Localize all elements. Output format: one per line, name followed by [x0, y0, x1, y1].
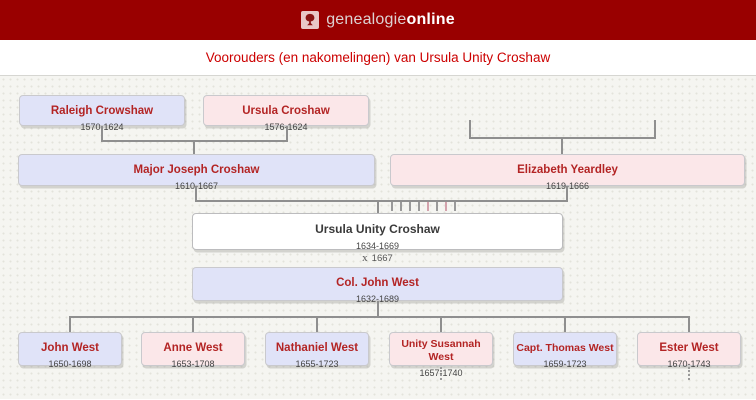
sibling-tick	[400, 202, 402, 211]
connector-line	[469, 120, 471, 139]
connector-line	[377, 200, 379, 213]
sibling-tick	[445, 202, 447, 211]
connector-line	[316, 316, 318, 332]
person-box-capt-thomas-west[interactable]: Capt. Thomas West 1659-1723	[513, 332, 617, 369]
person-box-major-joseph-croshaw[interactable]: Major Joseph Croshaw 1610-1667	[18, 154, 375, 191]
person-name-link[interactable]: Anne West	[163, 342, 223, 354]
brand-text: genealogieonline	[326, 11, 455, 29]
connector-line	[688, 316, 690, 332]
person-name: Ursula Unity Croshaw	[315, 222, 440, 236]
connector-line	[440, 316, 442, 332]
connector-line	[101, 126, 103, 142]
brand-logo[interactable]: genealogieonline	[301, 11, 455, 29]
connector-line	[69, 316, 690, 318]
person-name-link[interactable]: Major Joseph Croshaw	[133, 164, 260, 176]
person-name-link[interactable]: Col. John West	[336, 277, 419, 289]
person-box-john-west[interactable]: John West 1650-1698	[18, 332, 122, 369]
person-name-link[interactable]: Raleigh Crowshaw	[50, 105, 154, 117]
brand-suffix: online	[406, 11, 455, 28]
person-name-link[interactable]: Elizabeth Yeardley	[517, 164, 618, 176]
person-dates: 1655-1723	[295, 359, 339, 369]
person-box-col-john-west[interactable]: Col. John West 1632-1689	[192, 267, 563, 304]
person-dates: 1670-1743	[667, 359, 711, 369]
person-box-anne-west[interactable]: Anne West 1653-1708	[141, 332, 245, 369]
person-box-ursula-unity-croshaw: Ursula Unity Croshaw 1634-1669	[192, 213, 563, 251]
connector-line	[286, 126, 288, 142]
sibling-tick	[454, 202, 456, 211]
connector-line	[654, 120, 656, 139]
person-dates: 1576-1624	[204, 122, 368, 132]
connector-line	[193, 140, 195, 154]
brand-prefix: genealogie	[326, 11, 407, 28]
top-header: genealogieonline	[0, 0, 756, 40]
family-tree-canvas: Raleigh Crowshaw 1570-1624 Ursula Crosha…	[0, 76, 756, 399]
person-box-nathaniel-west[interactable]: Nathaniel West 1655-1723	[265, 332, 369, 369]
person-name-link[interactable]: John West	[41, 342, 99, 354]
connector-line	[561, 137, 563, 154]
connector-line	[566, 186, 568, 202]
descendants-dotted-line	[440, 367, 442, 380]
person-name-link[interactable]: Ursula Croshaw	[242, 105, 330, 117]
person-name-link[interactable]: Ester West	[659, 342, 719, 354]
sibling-ticks	[391, 202, 463, 211]
connector-line	[69, 316, 71, 332]
person-dates: 1653-1708	[171, 359, 215, 369]
sibling-tick	[418, 202, 420, 211]
person-name-link[interactable]: Nathaniel West	[275, 342, 359, 354]
connector-line	[195, 200, 568, 202]
title-bar: Voorouders (en nakomelingen) van Ursula …	[0, 40, 756, 76]
tree-logo-icon	[301, 11, 320, 29]
connector-line	[564, 316, 566, 332]
marriage-symbol: x	[362, 252, 368, 264]
person-dates: 1634-1669	[355, 241, 400, 251]
person-box-unity-susannah-west[interactable]: Unity Susannah West 1657-1740	[389, 332, 493, 378]
person-box-ester-west[interactable]: Ester West 1670-1743	[637, 332, 741, 369]
descendants-dotted-line	[688, 367, 690, 380]
person-dates: 1650-1698	[48, 359, 92, 369]
connector-line	[377, 301, 379, 318]
page-title: Voorouders (en nakomelingen) van Ursula …	[205, 50, 551, 65]
person-name-link[interactable]: Unity Susannah West	[401, 338, 481, 363]
person-name-link[interactable]: Capt. Thomas West	[516, 342, 614, 354]
marriage-year: 1667	[371, 253, 393, 264]
person-box-ursula-croshaw[interactable]: Ursula Croshaw 1576-1624	[203, 95, 369, 132]
connector-line	[195, 186, 197, 202]
sibling-tick	[436, 202, 438, 211]
connector-line	[192, 316, 194, 332]
person-dates: 1632-1689	[355, 294, 400, 304]
person-box-raleigh-crowshaw[interactable]: Raleigh Crowshaw 1570-1624	[19, 95, 185, 132]
sibling-tick	[409, 202, 411, 211]
sibling-tick	[427, 202, 429, 211]
person-box-elizabeth-yeardley[interactable]: Elizabeth Yeardley 1619-1666	[390, 154, 745, 191]
person-dates: 1659-1723	[543, 359, 587, 369]
sibling-tick	[391, 202, 393, 211]
